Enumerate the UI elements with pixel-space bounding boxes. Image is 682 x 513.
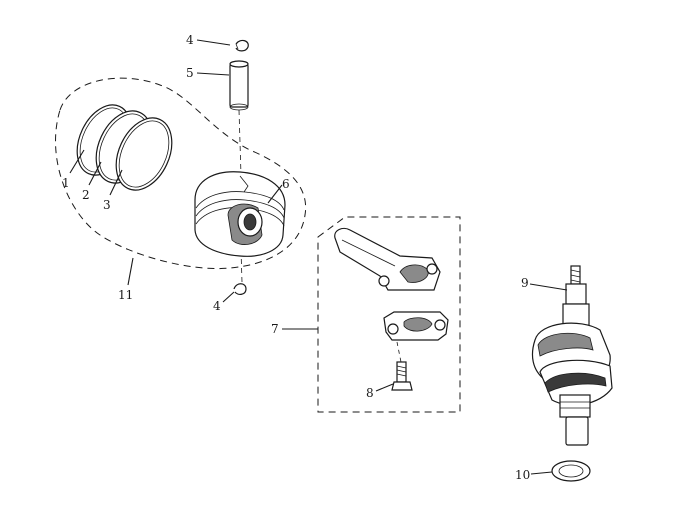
connecting-rod-cap xyxy=(383,311,449,341)
callout-4-lower: 4 xyxy=(213,299,221,313)
connecting-rod-bolt xyxy=(391,361,413,391)
callout-3: 3 xyxy=(103,198,111,212)
pin-centerline xyxy=(238,109,242,176)
callout-4-upper: 4 xyxy=(186,33,194,47)
callout-5: 5 xyxy=(186,66,194,80)
callout-1: 1 xyxy=(62,176,70,190)
callout-9: 9 xyxy=(521,276,529,290)
connecting-rod-boundary xyxy=(317,216,461,413)
callout-10: 10 xyxy=(515,468,530,482)
piston-assembly-boundary xyxy=(55,77,307,270)
piston-pin-clip-upper xyxy=(235,39,249,52)
callout-2: 2 xyxy=(82,188,90,202)
callout-11: 11 xyxy=(118,288,133,302)
piston-rings xyxy=(76,104,173,191)
piston-pin xyxy=(229,60,249,111)
connecting-rod xyxy=(334,227,441,291)
bolt-centerline xyxy=(396,341,402,363)
crankshaft xyxy=(531,265,613,446)
piston-pin-clip-lower xyxy=(233,283,247,295)
piston xyxy=(194,171,286,257)
callout-7: 7 xyxy=(271,322,279,336)
leader-lines xyxy=(69,39,568,475)
callout-8: 8 xyxy=(366,386,374,400)
crankshaft-washer xyxy=(551,460,591,482)
callout-6: 6 xyxy=(282,177,290,191)
